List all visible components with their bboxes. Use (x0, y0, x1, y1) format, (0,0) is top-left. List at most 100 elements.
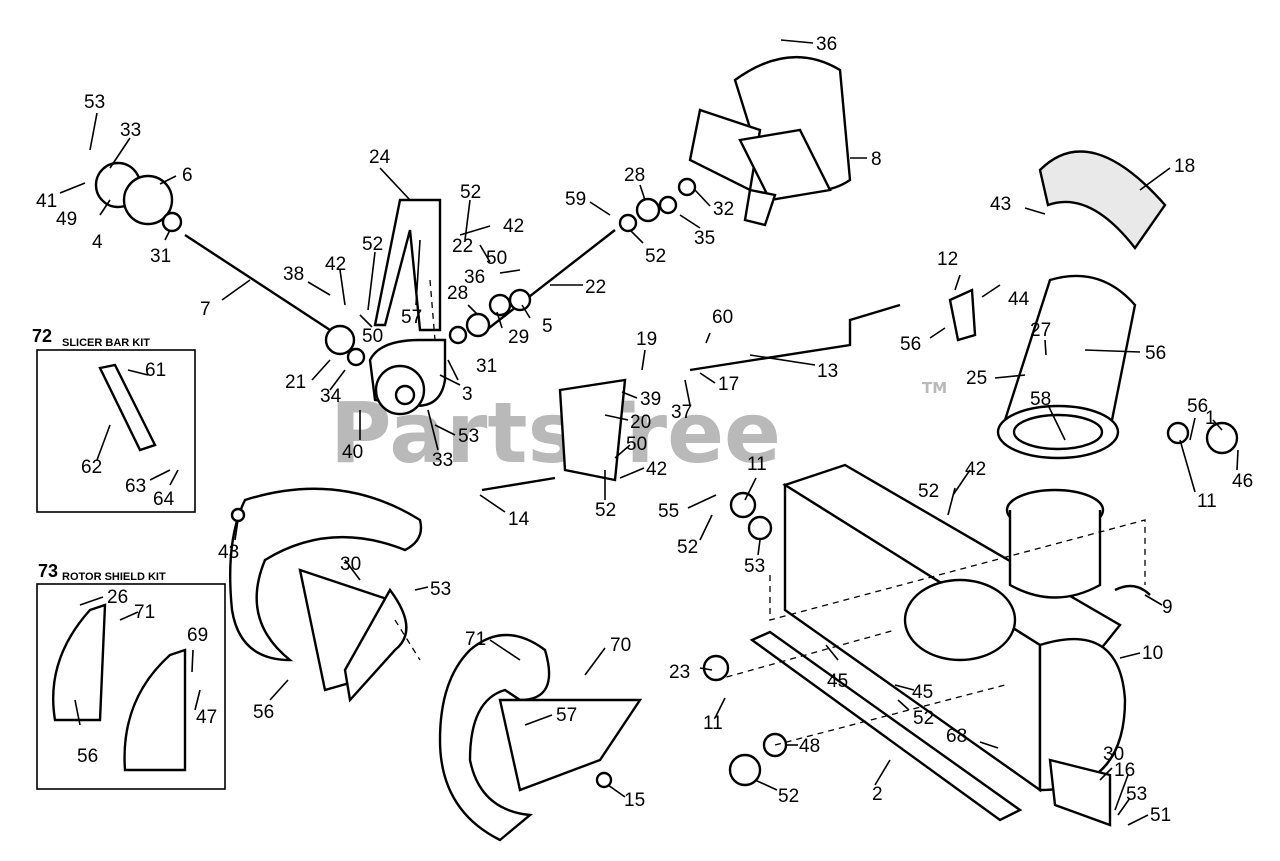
auger-housing-part (782, 463, 1127, 793)
assembly-line (394, 619, 421, 661)
callout-label: 26 (107, 587, 128, 608)
callout-label: 13 (817, 361, 838, 382)
callout-label: 28 (447, 283, 468, 304)
callout-label: 37 (671, 402, 692, 423)
callout-label: 7 (200, 299, 211, 320)
callout-label: 52 (595, 500, 616, 521)
trademark-mark: TM (922, 379, 947, 397)
flange-lower-part (702, 654, 730, 682)
callout-label: 11 (747, 454, 767, 475)
kit-number-72: 72 (32, 326, 52, 346)
callout-label: 70 (610, 635, 631, 656)
chute-crank-part (1205, 421, 1239, 455)
callout-label: 52 (913, 708, 934, 729)
callout-label: 53 (430, 579, 451, 600)
callout-label: 4 (92, 232, 103, 253)
flange-11-part (729, 491, 757, 519)
callout-label: 3 (462, 384, 473, 405)
callout-label: 41 (36, 191, 57, 212)
callout-label: 50 (486, 248, 507, 269)
callout-label: 44 (1008, 289, 1030, 310)
slicer-bar-part (98, 363, 157, 452)
callout-label: 21 (285, 372, 306, 393)
callout-label: 40 (342, 442, 363, 463)
callout-label: 59 (565, 189, 586, 210)
rotor-shield-left-part (51, 603, 107, 722)
callout-label: 36 (816, 34, 837, 55)
callout-label: 16 (1114, 760, 1135, 781)
callout-label: 34 (320, 386, 342, 407)
callout-label: 31 (476, 356, 497, 377)
callout-label: 30 (340, 554, 361, 575)
callout-label: 22 (452, 236, 473, 257)
callout-label: 28 (624, 165, 645, 186)
callout-label: 43 (218, 542, 239, 563)
callout-label: 43 (990, 194, 1011, 215)
callout-label: 71 (465, 629, 486, 650)
washer-53-lower-part (595, 771, 613, 789)
bearing-part (161, 211, 183, 233)
callout-label: 14 (508, 509, 530, 530)
callout-label: 9 (1162, 597, 1173, 618)
callout-label: 42 (965, 459, 986, 480)
callout-label: 53 (84, 92, 105, 113)
callout-label: 15 (624, 790, 645, 811)
callout-label: 31 (150, 246, 171, 267)
slicer-bar-kit-box (36, 349, 196, 513)
callout-label: 39 (640, 389, 661, 410)
callout-label: 11 (703, 713, 723, 734)
callout-label: 20 (630, 412, 651, 433)
bearing-housing-2-part (728, 753, 762, 787)
callout-label: 68 (946, 726, 967, 747)
callout-label: 17 (718, 374, 739, 395)
callout-label: 55 (658, 501, 679, 522)
callout-label: 42 (503, 216, 524, 237)
leader-lines (59, 39, 1239, 826)
discharge-chute-part (996, 274, 1137, 460)
callout-label: 5 (542, 316, 553, 337)
callout-label: 52 (460, 182, 481, 203)
callout-label: 45 (912, 682, 933, 703)
impeller-part (688, 55, 852, 227)
worm-gear-part (488, 293, 512, 317)
callout-label: 11 (1197, 491, 1217, 512)
retaining-ring-part (658, 195, 678, 215)
callout-label: 45 (827, 671, 848, 692)
thrust-race-part (448, 325, 468, 345)
callout-label: 27 (1030, 320, 1051, 341)
kit-number-73: 73 (38, 561, 58, 581)
skid-shoe-part (1048, 758, 1112, 827)
callout-label: 35 (694, 228, 715, 249)
callout-label: 53 (1126, 784, 1147, 805)
assembly-line (774, 684, 1006, 746)
flange-bearing-part (1166, 421, 1190, 445)
auger-right-part (438, 633, 643, 842)
washer-32-part (677, 177, 697, 197)
worm-shaft-part (184, 233, 331, 332)
callout-label: 53 (744, 556, 765, 577)
kit-name-rotor-shield: ROTOR SHIELD KIT (62, 571, 166, 583)
gear-cover-part (324, 324, 356, 356)
callout-label: 47 (196, 707, 217, 728)
assembly-line (769, 519, 1146, 621)
bearing-31-part (346, 347, 366, 367)
callout-label: 8 (871, 149, 882, 170)
callout-label: 57 (556, 705, 577, 726)
callout-label: 25 (966, 368, 987, 389)
callout-label: 62 (81, 457, 102, 478)
chute-bracket-part (948, 288, 977, 342)
callout-label: 29 (508, 327, 529, 348)
washer-53-part (230, 507, 246, 523)
callout-label: 53 (458, 426, 479, 447)
callout-label: 56 (900, 334, 921, 355)
callout-label: 32 (713, 199, 734, 220)
callout-label: 52 (645, 246, 666, 267)
kit-name-slicer-bar: SLICER BAR KIT (62, 337, 150, 349)
bracket-plate-part (558, 378, 627, 482)
thrust-washer-part (465, 312, 491, 338)
bushing-part (508, 288, 532, 312)
callout-label: 22 (585, 277, 606, 298)
impeller-shaft-part (479, 229, 616, 336)
bearing-30-part (747, 515, 773, 541)
callout-label: 42 (646, 459, 667, 480)
